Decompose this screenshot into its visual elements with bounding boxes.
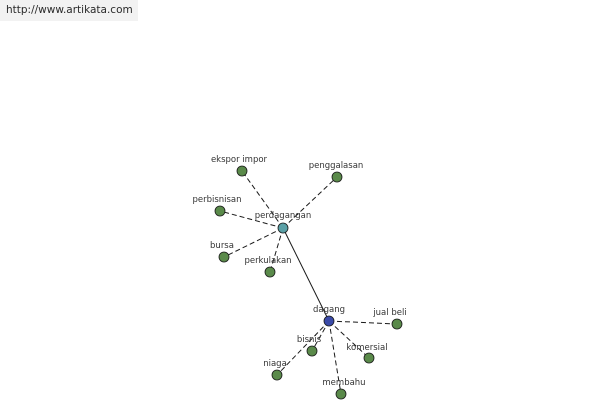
node-niaga[interactable]: niaga xyxy=(263,359,287,381)
node-circle-komersial[interactable] xyxy=(363,352,375,364)
node-circle-perkulakan[interactable] xyxy=(264,266,276,278)
node-circle-dagang[interactable] xyxy=(323,315,335,327)
node-label-dagang[interactable]: dagang xyxy=(313,305,345,315)
node-label-penggalasan[interactable]: penggalasan xyxy=(309,161,364,171)
node-label-niaga[interactable]: niaga xyxy=(263,359,287,369)
node-circle-niaga[interactable] xyxy=(271,369,283,381)
edge-perdagangan-bursa xyxy=(223,227,284,258)
node-perbisnisan[interactable]: perbisnisan xyxy=(192,195,242,217)
source-url-banner[interactable]: http://www.artikata.com xyxy=(0,0,138,21)
node-circle-bursa[interactable] xyxy=(218,251,230,263)
node-penggalasan[interactable]: penggalasan xyxy=(309,161,364,183)
node-circle-perdagangan[interactable] xyxy=(277,222,289,234)
node-label-jual_beli[interactable]: jual beli xyxy=(372,308,406,318)
node-label-perkulakan[interactable]: perkulakan xyxy=(244,256,291,266)
node-bisnis[interactable]: bisnis xyxy=(297,335,322,357)
node-bursa[interactable]: bursa xyxy=(210,241,234,263)
edge-perdagangan-penggalasan xyxy=(282,176,338,229)
node-perkulakan[interactable]: perkulakan xyxy=(244,256,292,278)
node-circle-membahu[interactable] xyxy=(335,388,347,400)
node-perdagangan[interactable]: perdagangan xyxy=(255,211,312,234)
edge-dagang-niaga xyxy=(276,320,330,376)
node-label-perdagangan[interactable]: perdagangan xyxy=(255,211,312,221)
node-label-bursa[interactable]: bursa xyxy=(210,241,234,251)
edge-dagang-komersial xyxy=(328,320,370,359)
edge-perdagangan-ekspor_impor xyxy=(241,170,284,229)
node-label-ekspor_impor[interactable]: ekspor impor xyxy=(211,155,268,165)
node-membahu[interactable]: membahu xyxy=(322,378,366,400)
node-circle-penggalasan[interactable] xyxy=(331,171,343,183)
edge-dagang-membahu xyxy=(328,320,342,395)
edge-dagang-jual_beli xyxy=(328,320,398,325)
edge-perdagangan-perbisnisan xyxy=(219,210,284,229)
node-label-bisnis[interactable]: bisnis xyxy=(297,335,322,345)
node-circle-bisnis[interactable] xyxy=(306,345,318,357)
node-ekspor_impor[interactable]: ekspor impor xyxy=(211,155,268,177)
node-circle-ekspor_impor[interactable] xyxy=(236,165,248,177)
edge-dagang-bisnis xyxy=(311,320,330,352)
node-label-komersial[interactable]: komersial xyxy=(346,343,387,353)
node-jual_beli[interactable]: jual beli xyxy=(372,308,407,330)
nodes-layer: perdagangan dagang ekspor impor penggalasan… xyxy=(192,155,407,400)
node-dagang[interactable]: dagang xyxy=(313,305,345,327)
node-circle-jual_beli[interactable] xyxy=(391,318,403,330)
node-komersial[interactable]: komersial xyxy=(346,343,388,364)
edge-perdagangan-dagang xyxy=(282,227,330,322)
node-label-perbisnisan[interactable]: perbisnisan xyxy=(192,195,241,205)
node-label-membahu[interactable]: membahu xyxy=(322,378,365,388)
node-circle-perbisnisan[interactable] xyxy=(214,205,226,217)
edges-layer xyxy=(219,170,398,395)
